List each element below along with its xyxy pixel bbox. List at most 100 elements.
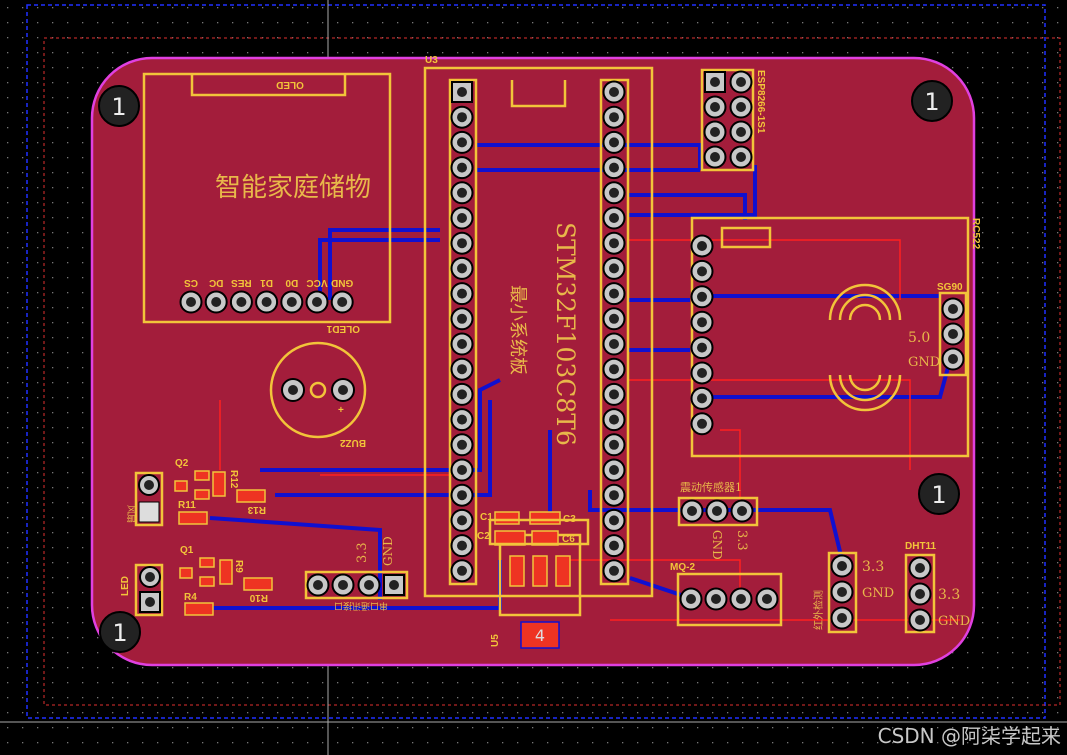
mcu-pin-left[interactable] xyxy=(450,534,474,558)
esp-pin[interactable] xyxy=(703,145,727,169)
mcu-pin-left[interactable] xyxy=(450,433,474,457)
mcu-pin-right[interactable] xyxy=(602,483,626,507)
mcu-pin-right[interactable] xyxy=(602,458,626,482)
oled-pin-d1[interactable] xyxy=(255,290,279,314)
mcu-pin-left[interactable] xyxy=(450,382,474,406)
mcu-pin-left[interactable] xyxy=(450,559,474,583)
mounting-hole[interactable]: 1 xyxy=(911,80,953,122)
mcu-pin-right[interactable] xyxy=(602,80,626,104)
esp-pin[interactable] xyxy=(704,71,726,93)
mcu-pin-right[interactable] xyxy=(602,357,626,381)
buzzer-footprint[interactable]: + BUZ2 xyxy=(269,341,367,448)
mcu-pin-right[interactable] xyxy=(602,433,626,457)
ir-pin[interactable] xyxy=(830,606,854,630)
esp-pin[interactable] xyxy=(729,120,753,144)
dht11-header[interactable]: DHT11 3.3 GND xyxy=(904,541,970,634)
mcu-pin-right[interactable] xyxy=(602,105,626,129)
rc522-pin[interactable] xyxy=(690,234,714,258)
mcu-pin-right[interactable] xyxy=(602,332,626,356)
vibration-pin[interactable] xyxy=(730,499,754,523)
mcu-pin-left[interactable] xyxy=(450,307,474,331)
mounting-hole[interactable]: 1 xyxy=(918,473,960,515)
mq2-pin[interactable] xyxy=(729,587,753,611)
mcu-pin-right[interactable] xyxy=(602,181,626,205)
mcu-pin-left[interactable] xyxy=(450,231,474,255)
mcu-pin-right[interactable] xyxy=(602,508,626,532)
mcu-pin-right[interactable] xyxy=(602,130,626,154)
mcu-pin-right[interactable] xyxy=(602,206,626,230)
uart-pin[interactable] xyxy=(306,573,330,597)
vibration-pin[interactable] xyxy=(680,499,704,523)
esp-pin[interactable] xyxy=(729,70,753,94)
mq2-pin[interactable] xyxy=(755,587,779,611)
transistors-resistors[interactable]: Q2 Q1 R4 R9 R10 R11 R12 R13 xyxy=(174,458,273,616)
esp-pin[interactable] xyxy=(729,95,753,119)
rc522-pin[interactable] xyxy=(690,285,714,309)
uart-pin[interactable] xyxy=(331,573,355,597)
led-header[interactable]: LED xyxy=(120,563,164,617)
mcu-pin-left[interactable] xyxy=(450,357,474,381)
oled-pin-cs[interactable] xyxy=(179,290,203,314)
servo-pin[interactable] xyxy=(941,347,965,371)
mcu-pin-right[interactable] xyxy=(602,156,626,180)
dht-pin[interactable] xyxy=(908,608,932,632)
rc522-pin[interactable] xyxy=(690,259,714,283)
vibration-sensor-header[interactable]: 震动传感器1 GND 3.3 xyxy=(677,481,759,560)
mcu-pin-left[interactable] xyxy=(450,256,474,280)
oled-pin-d0[interactable] xyxy=(280,290,304,314)
mcu-pin-left[interactable] xyxy=(450,130,474,154)
servo-header[interactable]: SG90 5.0 GND xyxy=(908,282,968,377)
dht-pin[interactable] xyxy=(908,582,932,606)
uart-header[interactable]: 3.3 GND 串口通讯接口 xyxy=(304,536,409,612)
rc522-pin[interactable] xyxy=(690,310,714,334)
fan-header[interactable]: 风扇 xyxy=(125,471,164,527)
oled-pin-res[interactable] xyxy=(229,290,253,314)
ir-pin[interactable] xyxy=(830,554,854,578)
mcu-pin-right[interactable] xyxy=(602,534,626,558)
esp8266-footprint[interactable]: ESP8266-1S1 xyxy=(700,68,766,172)
ir-pin[interactable] xyxy=(830,580,854,604)
servo-pin[interactable] xyxy=(941,297,965,321)
mcu-pin-left[interactable] xyxy=(450,156,474,180)
mcu-pin-right[interactable] xyxy=(602,282,626,306)
mcu-pin-right[interactable] xyxy=(602,382,626,406)
esp-pin[interactable] xyxy=(729,145,753,169)
mcu-pin-right[interactable] xyxy=(602,559,626,583)
mcu-pin-left[interactable] xyxy=(450,181,474,205)
mcu-pin-left[interactable] xyxy=(450,206,474,230)
mcu-pin-right[interactable] xyxy=(602,231,626,255)
mounting-hole[interactable]: 1 xyxy=(98,85,140,127)
mcu-pin-left[interactable] xyxy=(450,458,474,482)
mounting-hole[interactable]: 1 xyxy=(99,611,141,653)
dht-pin[interactable] xyxy=(908,556,932,580)
capacitors[interactable]: C1 C2 C3 C6 xyxy=(477,511,590,546)
mcu-pin-left[interactable] xyxy=(450,332,474,356)
oled-pin-dc[interactable] xyxy=(204,290,228,314)
vibration-pin[interactable] xyxy=(705,499,729,523)
mcu-pin-left[interactable] xyxy=(450,508,474,532)
mq2-pin[interactable] xyxy=(679,587,703,611)
oled-pin-vcc[interactable] xyxy=(305,290,329,314)
rc522-pin[interactable] xyxy=(690,386,714,410)
esp-pin[interactable] xyxy=(703,120,727,144)
mcu-pin-right[interactable] xyxy=(602,408,626,432)
rc522-pin[interactable] xyxy=(690,336,714,360)
ir-sensor-header[interactable]: 红外检测 3.3 GND xyxy=(812,551,894,634)
mcu-pin-right[interactable] xyxy=(602,256,626,280)
mcu-pin-left[interactable] xyxy=(450,105,474,129)
mcu-pin-left[interactable] xyxy=(450,483,474,507)
oled-pin-gnd[interactable] xyxy=(330,290,354,314)
mcu-footprint[interactable]: U3 STM32F103C8T6 最小系统板 xyxy=(423,55,654,598)
mq2-pin[interactable] xyxy=(704,587,728,611)
rc522-pin[interactable] xyxy=(690,412,714,436)
rc522-footprint[interactable]: RC522 xyxy=(690,216,982,458)
esp-pin[interactable] xyxy=(703,95,727,119)
mcu-pin-left[interactable] xyxy=(451,81,473,103)
rc522-pin[interactable] xyxy=(690,361,714,385)
mcu-pin-right[interactable] xyxy=(602,307,626,331)
mcu-pin-left[interactable] xyxy=(450,408,474,432)
mq2-footprint[interactable]: MQ-2 xyxy=(670,562,783,627)
uart-pin[interactable] xyxy=(357,573,381,597)
